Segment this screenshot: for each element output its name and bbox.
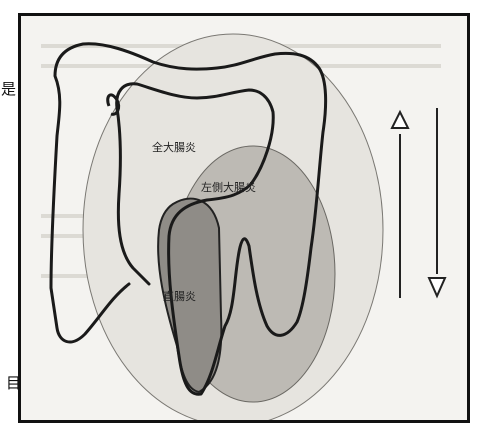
label-proctitis: 直腸炎 [163, 289, 196, 303]
colitis-extent-diagram: 全大腸炎 左側大腸炎 直腸炎 [21, 16, 467, 420]
label-total-colitis: 全大腸炎 [152, 140, 196, 154]
upward-arrow [392, 112, 408, 298]
margin-character-top: 是 [1, 78, 16, 99]
label-left-sided-colitis: 左側大腸炎 [201, 180, 256, 194]
figure-frame: 全大腸炎 左側大腸炎 直腸炎 [18, 13, 470, 423]
downward-arrow [429, 108, 445, 296]
